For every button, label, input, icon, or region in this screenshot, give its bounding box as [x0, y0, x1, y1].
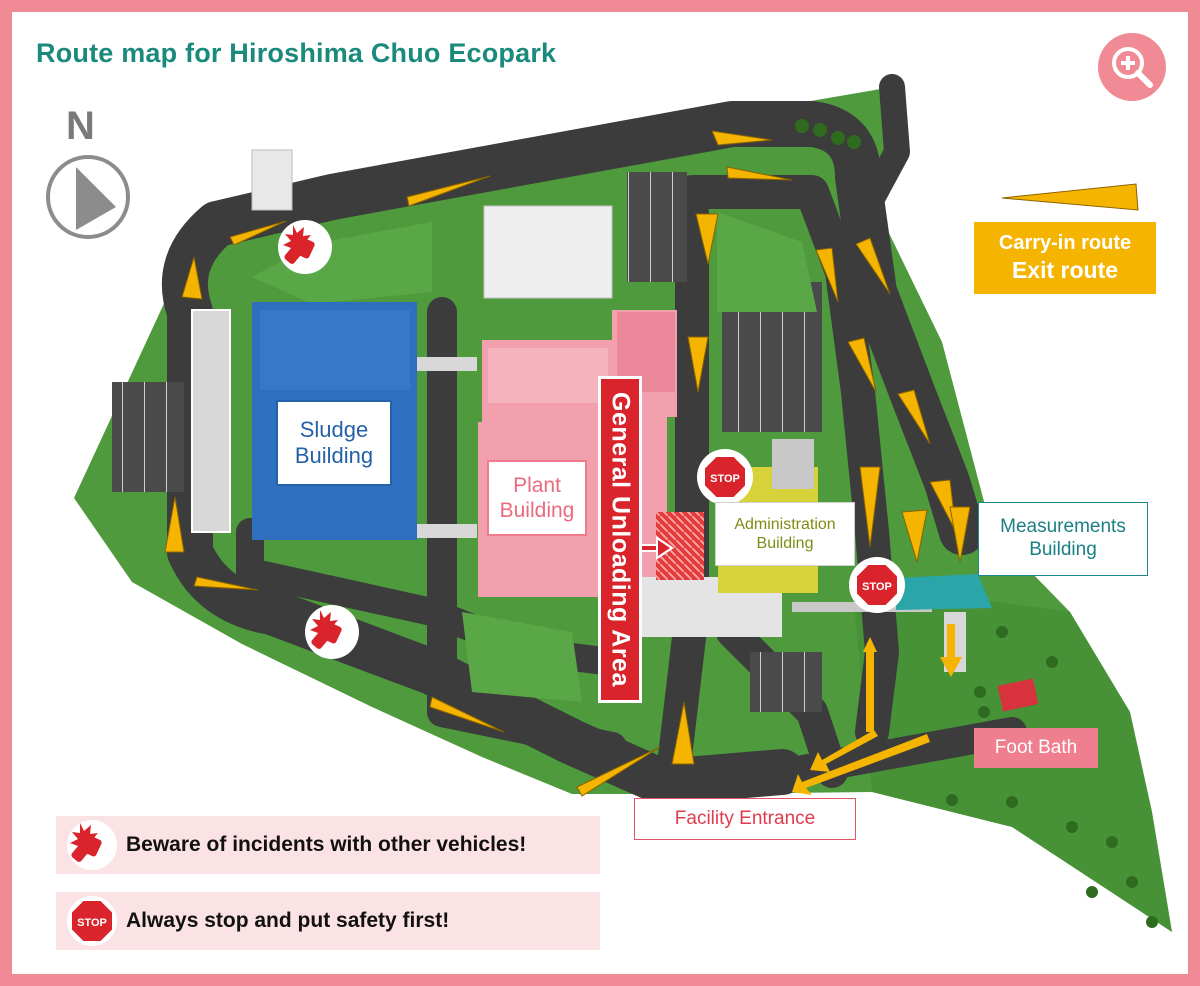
grass-island-north	[252, 222, 432, 304]
route-arrow	[164, 496, 185, 553]
north-arrow-icon	[46, 155, 130, 239]
foot-bath-label: Foot Bath	[974, 728, 1098, 768]
covered-walkway	[191, 309, 231, 533]
zoom-in-button[interactable]	[1098, 33, 1166, 101]
admin-label-line: Administration	[734, 515, 836, 533]
route-arrow	[687, 336, 709, 393]
general-unloading-area-label: General Unloading Area	[598, 376, 642, 703]
sludge-label-line: Building	[294, 443, 374, 468]
plant-label-line: Plant	[513, 473, 561, 497]
grass-island-south	[462, 612, 582, 702]
unloading-arrow	[634, 536, 674, 560]
route-arrow	[949, 506, 971, 563]
route-arrow	[671, 701, 695, 765]
route-arrow	[901, 509, 928, 563]
sludge-label-line: Sludge	[299, 416, 369, 442]
measurements-label-line: Building	[1029, 539, 1097, 560]
tree-row	[795, 119, 1158, 928]
route-arrow	[847, 337, 877, 393]
route-arrow	[181, 256, 203, 300]
north-compass: N	[44, 104, 140, 248]
white-building	[483, 205, 613, 299]
route-arrow	[726, 166, 793, 181]
route-arrow	[815, 247, 839, 303]
route-arrow	[695, 213, 719, 265]
route-arrow	[193, 576, 259, 591]
legend-incidents-text: Beware of incidents with other vehicles!	[126, 833, 527, 856]
stop-sign-icon: STOP	[67, 896, 117, 946]
route-arrow	[576, 746, 661, 797]
route-arrow	[711, 130, 773, 146]
route-arrow	[229, 220, 287, 246]
measurements-building-label: Measurements Building	[978, 502, 1148, 576]
route-arrows	[164, 130, 971, 797]
small-building-north	[251, 149, 293, 211]
route-arrow	[897, 389, 931, 445]
parking-lot-north	[627, 172, 687, 282]
sludge-building-roof	[260, 310, 410, 390]
route-arrow	[859, 466, 881, 548]
exit-arrow-diagonal-2	[810, 730, 878, 772]
incident-icon	[67, 820, 117, 870]
exit-arrow-diagonal	[792, 734, 930, 795]
legend-stop-text: Always stop and put safety first!	[126, 909, 450, 932]
measurements-building	[896, 574, 992, 610]
stop-sign-admin: STOP	[697, 449, 753, 505]
connector-bridge-1	[417, 357, 477, 371]
route-arrow	[406, 175, 491, 207]
exit-route-label: Exit route	[1011, 257, 1119, 284]
route-arrow	[855, 237, 891, 295]
route-legend-arrow	[1001, 183, 1139, 211]
unloading-text: General Unloading Area	[606, 392, 635, 687]
administration-building-roof	[772, 439, 814, 489]
legend-incidents: Beware of incidents with other vehicles!	[56, 816, 600, 874]
exit-arrow-down	[940, 624, 962, 677]
incident-badge-south	[305, 605, 359, 659]
carry-in-route-label: Carry-in route	[998, 232, 1132, 255]
page-title: Route map for Hiroshima Chuo Ecopark	[36, 38, 557, 68]
zoom-in-icon	[1112, 47, 1153, 88]
incident-badge-north	[278, 220, 332, 274]
stop-sign-label: STOP	[710, 473, 740, 485]
foot-bath-shelter	[997, 678, 1039, 712]
measurements-label-line: Measurements	[1000, 516, 1126, 538]
route-arrow	[429, 696, 505, 733]
admin-label-line: Building	[756, 535, 814, 552]
north-letter: N	[66, 104, 95, 148]
route-legend: Carry-in route Exit route	[974, 222, 1156, 294]
plant-building-roof-2	[488, 348, 608, 403]
plant-label-line: Building	[499, 499, 575, 522]
administration-building-label: Administration Building	[715, 502, 855, 566]
stop-sign-label: STOP	[862, 581, 892, 593]
stop-sign-measurements: STOP	[849, 557, 905, 613]
connector-bridge-2	[417, 524, 477, 538]
plant-building-label: Plant Building	[487, 460, 587, 536]
route-arrow	[929, 479, 957, 533]
exit-arrows	[792, 624, 962, 795]
sludge-building-label: Sludge Building	[276, 400, 392, 486]
parking-lot-west	[112, 382, 184, 492]
exit-arrow-up	[863, 637, 877, 732]
facility-entrance-label: Facility Entrance	[634, 798, 856, 840]
parking-lot-south	[750, 652, 822, 712]
stop-icon-label: STOP	[77, 917, 107, 929]
legend-stop: STOP Always stop and put safety first!	[56, 892, 600, 950]
grass-island-east	[717, 212, 817, 312]
